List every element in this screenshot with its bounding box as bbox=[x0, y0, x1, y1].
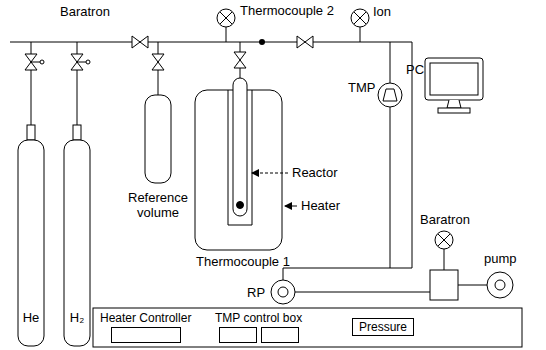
control-panel bbox=[93, 308, 522, 347]
reactor-heater bbox=[195, 78, 282, 250]
controller-box: Heater Controller bbox=[100, 311, 191, 343]
part-label: Reference volume bbox=[120, 190, 196, 220]
part-label: Baratron bbox=[420, 212, 470, 227]
part-label: PC bbox=[406, 62, 424, 77]
box-label: Pressure bbox=[359, 320, 407, 334]
part-label: Thermocouple 2 bbox=[240, 3, 334, 18]
controller-display bbox=[261, 327, 299, 343]
gas-cylinders bbox=[18, 125, 90, 346]
part-label: Thermocouple 1 bbox=[196, 254, 290, 269]
controller-display bbox=[111, 327, 181, 343]
junction-dot bbox=[259, 39, 265, 45]
part-label: He bbox=[23, 310, 40, 325]
part-label: H₂ bbox=[70, 310, 84, 325]
display-box: Pressure bbox=[352, 318, 414, 336]
controller-display bbox=[219, 327, 257, 343]
reference-volume-vessel bbox=[145, 95, 171, 183]
part-label: RP bbox=[247, 285, 265, 300]
box-label: Heater Controller bbox=[100, 311, 191, 325]
controller-box: TMP control box bbox=[215, 311, 302, 343]
part-label: TMP bbox=[348, 80, 375, 95]
tmp-pump bbox=[378, 83, 402, 107]
box-label: TMP control box bbox=[215, 311, 302, 325]
pc-monitor bbox=[425, 58, 483, 113]
leader-line bbox=[252, 173, 288, 174]
part-label: Heater bbox=[301, 198, 340, 213]
part-label: pump bbox=[484, 251, 517, 266]
part-label: Ion bbox=[373, 4, 391, 19]
part-label: Reactor bbox=[292, 165, 338, 180]
part-label: Baratron bbox=[60, 4, 110, 19]
controller-display-row bbox=[100, 327, 191, 343]
rotary-pumps bbox=[271, 270, 513, 304]
controller-display-row bbox=[215, 327, 302, 343]
leader-line bbox=[285, 206, 297, 207]
